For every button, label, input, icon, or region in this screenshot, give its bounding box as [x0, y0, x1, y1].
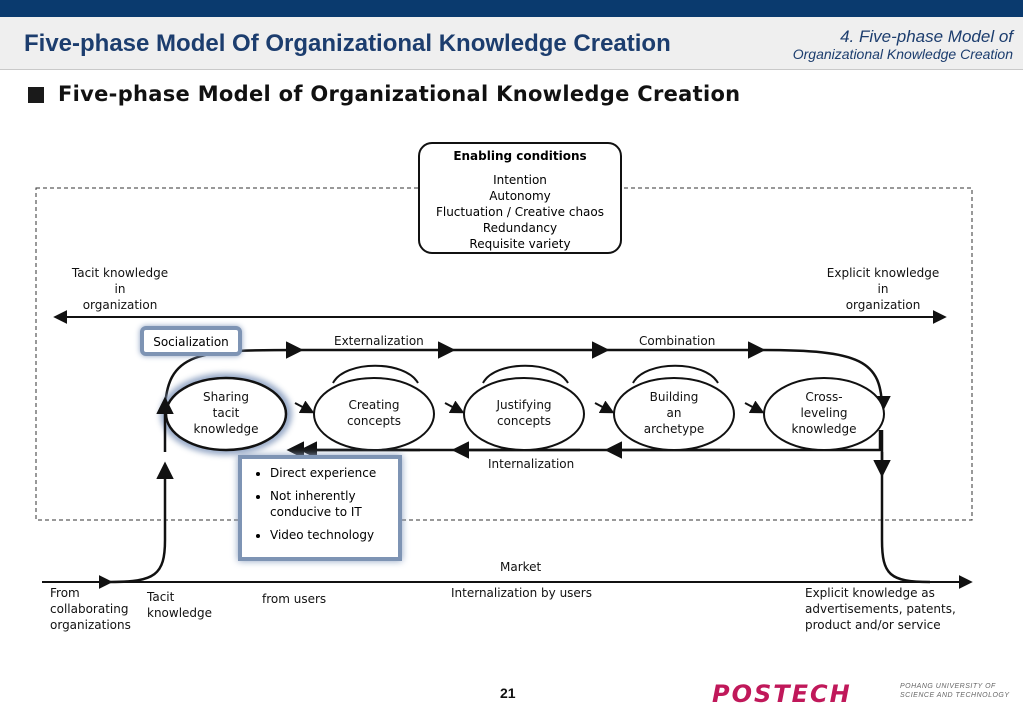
phase-line: tacit	[212, 406, 240, 420]
socialization-label: Socialization	[153, 335, 229, 349]
explicit-knowledge-output-label: Explicit knowledge as advertisements, pa…	[805, 585, 956, 633]
from-collaborating-organizations: From collaborating organizations	[50, 585, 131, 633]
label-line: organization	[82, 298, 158, 312]
socialization-box: Socialization	[140, 326, 242, 356]
phase-line: Creating	[348, 398, 400, 412]
internalization-by-users-label: Internalization by users	[451, 586, 592, 600]
label-line: organizations	[50, 618, 131, 632]
phase-ellipse-justifying	[463, 377, 585, 451]
enabling-item: Intention	[493, 173, 547, 187]
phase-line: concepts	[346, 414, 402, 428]
phase-ellipse-cross-leveling	[763, 377, 885, 451]
enabling-conditions-title: Enabling conditions	[453, 149, 587, 163]
phase-ellipse-building	[613, 377, 735, 451]
label-line: From	[50, 586, 80, 600]
phase-line: archetype	[643, 422, 705, 436]
label-line: in	[877, 282, 889, 296]
label-line: in	[114, 282, 126, 296]
label-line: advertisements, patents,	[805, 602, 956, 616]
section-label: 4. Five-phase Model of Organizational Kn…	[793, 27, 1013, 63]
note-item: Not inherently conducive to IT	[270, 488, 388, 520]
slide-header: Five-phase Model Of Organizational Knowl…	[0, 17, 1023, 70]
explicit-output-line	[880, 430, 931, 584]
organization-boundary	[35, 187, 973, 521]
phase-line: knowledge	[791, 422, 857, 436]
label-line: collaborating	[50, 602, 129, 616]
page-title: Five-phase Model Of Organizational Knowl…	[24, 30, 671, 57]
square-bullet-icon	[28, 87, 44, 103]
internalization-label: Internalization	[488, 457, 575, 471]
top-bar	[0, 0, 1023, 17]
tacit-knowledge-input-label: Tacit knowledge	[147, 589, 212, 621]
phase-line: an	[666, 406, 682, 420]
enabling-conditions-box: Enabling conditions Intention Autonomy F…	[418, 142, 622, 254]
slide-subtitle: Five-phase Model of Organizational Knowl…	[58, 82, 741, 106]
combination-label: Combination	[639, 334, 716, 348]
label-line: Tacit	[147, 590, 175, 604]
university-line: POHANG UNIVERSITY OF	[900, 683, 996, 690]
phase-line: Building	[649, 390, 699, 404]
phase-line: Sharing	[202, 390, 250, 404]
note-item: Direct experience	[270, 465, 398, 481]
university-line: SCIENCE AND TECHNOLOGY	[900, 692, 1010, 699]
label-line: knowledge	[147, 606, 213, 620]
externalization-label: Externalization	[334, 334, 424, 348]
label-line: Explicit knowledge	[826, 266, 940, 280]
label-line: Tacit knowledge	[71, 266, 169, 280]
tacit-input-line	[109, 461, 174, 584]
label-line: organization	[845, 298, 921, 312]
enabling-item: Fluctuation / Creative chaos	[435, 205, 605, 219]
phase-creating-concepts: Creating concepts	[324, 397, 424, 429]
phase-line: Cross-	[805, 390, 843, 404]
explicit-knowledge-in-organization: Explicit knowledge in organization	[818, 265, 948, 313]
note-text: Not inherently conducive to IT	[270, 489, 362, 519]
phase-justifying-concepts: Justifying concepts	[474, 397, 574, 429]
enabling-item: Redundancy	[482, 221, 558, 235]
label-line: Explicit knowledge as	[805, 586, 935, 600]
section-label-line2: Organizational Knowledge Creation	[792, 46, 1013, 62]
enabling-item: Requisite variety	[469, 237, 571, 251]
phase-line: knowledge	[193, 422, 259, 436]
from-users-label: from users	[262, 592, 327, 606]
phase-sharing-tacit-knowledge: Sharing tacit knowledge	[176, 389, 276, 437]
socialization-notes-list: Direct experience Not inherently conduci…	[242, 465, 398, 543]
enabling-item: Autonomy	[489, 189, 551, 203]
university-name: POHANG UNIVERSITY OF SCIENCE AND TECHNOL…	[900, 682, 1010, 700]
market-label: Market	[500, 560, 542, 574]
phase-line: leveling	[800, 406, 848, 420]
phase-building-an-archetype: Building an archetype	[624, 389, 724, 437]
note-item: Video technology	[270, 527, 398, 543]
phase-ellipse-creating	[313, 377, 435, 451]
postech-logo: POSTECH	[712, 680, 852, 708]
tacit-knowledge-in-organization: Tacit knowledge in organization	[60, 265, 180, 313]
externalization-arc-1	[163, 341, 304, 415]
socialization-notes-box: Direct experience Not inherently conduci…	[238, 455, 402, 561]
page-number: 21	[500, 685, 516, 701]
phase-cross-leveling-knowledge: Cross- leveling knowledge	[774, 389, 874, 437]
phase-line: Justifying	[496, 398, 552, 412]
enabling-conditions-list: Intention Autonomy Fluctuation / Creativ…	[420, 172, 620, 252]
section-label-line1: 4. Five-phase Model of	[840, 27, 1013, 46]
label-line: product and/or service	[805, 618, 941, 632]
phase-line: concepts	[496, 414, 552, 428]
